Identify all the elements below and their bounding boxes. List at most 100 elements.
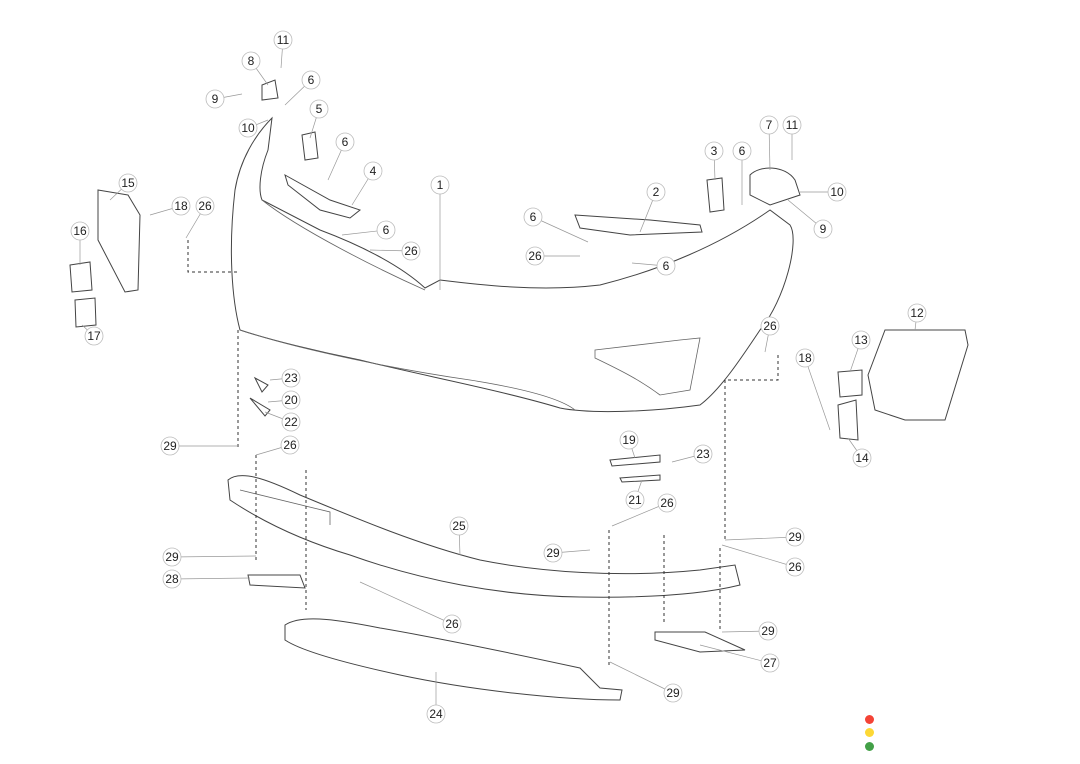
callout-number: 6 (663, 259, 670, 273)
callout-number: 26 (660, 496, 674, 510)
callout-number: 8 (248, 54, 255, 68)
part-callout: 6 (656, 256, 676, 276)
callout-number: 19 (622, 433, 636, 447)
callout-number: 10 (830, 185, 844, 199)
callout-number: 10 (241, 121, 255, 135)
dashed-guides (187, 240, 779, 665)
part-callout: 6 (376, 220, 396, 240)
part-callout: 2 (646, 182, 666, 202)
part-callout: 26 (401, 241, 421, 261)
leader-line (724, 536, 796, 541)
part-callout: 29 (543, 543, 563, 563)
yellow-dot (865, 728, 874, 737)
leader-line (532, 216, 589, 243)
leader-line (609, 661, 674, 694)
callout-number: 13 (854, 333, 868, 347)
callout-number: 6 (308, 73, 315, 87)
callout-number: 23 (696, 447, 710, 461)
callout-number: 26 (788, 560, 802, 574)
callout-number: 29 (788, 530, 802, 544)
part-callout: 14 (852, 448, 872, 468)
part-callout: 10 (827, 182, 847, 202)
side-brackets (69, 79, 969, 653)
part-callout: 29 (160, 436, 180, 456)
part-callout: 11 (273, 30, 293, 50)
part-callout: 15 (118, 173, 138, 193)
part-callout: 11 (782, 115, 802, 135)
callout-number: 28 (165, 572, 179, 586)
part-callout: 28 (162, 569, 182, 589)
callout-number: 26 (404, 244, 418, 258)
leader-line (171, 577, 251, 580)
part-callout: 29 (758, 621, 778, 641)
part-callout: 27 (760, 653, 780, 673)
part-callout: 1 (430, 175, 450, 195)
part-callout: 29 (663, 683, 683, 703)
part-callout: 6 (732, 141, 752, 161)
callout-number: 4 (370, 164, 377, 178)
callout-number: 20 (284, 393, 298, 407)
part-callout: 25 (449, 516, 469, 536)
callout-number: 29 (165, 550, 179, 564)
callout-number: 2 (653, 185, 660, 199)
callout-number: 24 (429, 707, 443, 721)
leader-line (359, 581, 453, 625)
callout-number: 12 (910, 306, 924, 320)
part-callout: 22 (281, 412, 301, 432)
part-callout: 6 (523, 207, 543, 227)
callout-number: 9 (212, 92, 219, 106)
part-callout: 18 (795, 348, 815, 368)
callout-number: 23 (284, 371, 298, 385)
leader-line (699, 644, 771, 664)
callout-number: 22 (284, 415, 298, 429)
callout-number: 5 (316, 102, 323, 116)
callout-number: 11 (786, 118, 799, 132)
callout-number: 29 (163, 439, 177, 453)
callout-number: 15 (121, 176, 135, 190)
bumper-cover (230, 116, 794, 413)
callout-number: 3 (711, 144, 718, 158)
lower-grille (227, 475, 741, 598)
part-callout: 26 (657, 493, 677, 513)
part-callout: 26 (760, 316, 780, 336)
part-callout: 13 (851, 330, 871, 350)
callout-number: 18 (174, 199, 188, 213)
part-callout: 18 (171, 196, 191, 216)
part-callout: 5 (309, 99, 329, 119)
leader-line (804, 357, 831, 431)
callout-number: 1 (437, 178, 444, 192)
part-callout: 8 (241, 51, 261, 71)
leader-line (611, 502, 668, 527)
callout-number: 9 (820, 222, 827, 236)
part-callout: 20 (281, 390, 301, 410)
red-dot (865, 715, 874, 724)
callout-number: 26 (445, 617, 459, 631)
callout-number: 29 (666, 686, 680, 700)
part-callout: 26 (785, 557, 805, 577)
part-callout: 21 (625, 490, 645, 510)
callout-number: 11 (277, 33, 290, 47)
part-callout: 26 (442, 614, 462, 634)
part-callout: 9 (205, 89, 225, 109)
callout-number: 25 (452, 519, 466, 533)
part-callout: 16 (70, 221, 90, 241)
callout-number: 26 (763, 319, 777, 333)
part-callout: 19 (619, 430, 639, 450)
part-callout: 17 (84, 326, 104, 346)
green-dot (865, 742, 874, 751)
part-callout: 29 (785, 527, 805, 547)
callout-number: 26 (198, 199, 212, 213)
callout-number: 26 (528, 249, 542, 263)
part-callout: 23 (281, 368, 301, 388)
callout-number: 29 (546, 546, 560, 560)
callout-number: 6 (342, 135, 349, 149)
callout-number: 26 (283, 438, 297, 452)
part-callout: 3 (704, 141, 724, 161)
callout-number: 14 (855, 451, 869, 465)
part-callout: 6 (301, 70, 321, 90)
callout-number: 17 (87, 329, 101, 343)
part-callout: 10 (238, 118, 258, 138)
callout-number: 6 (530, 210, 537, 224)
leader-line (721, 544, 796, 568)
